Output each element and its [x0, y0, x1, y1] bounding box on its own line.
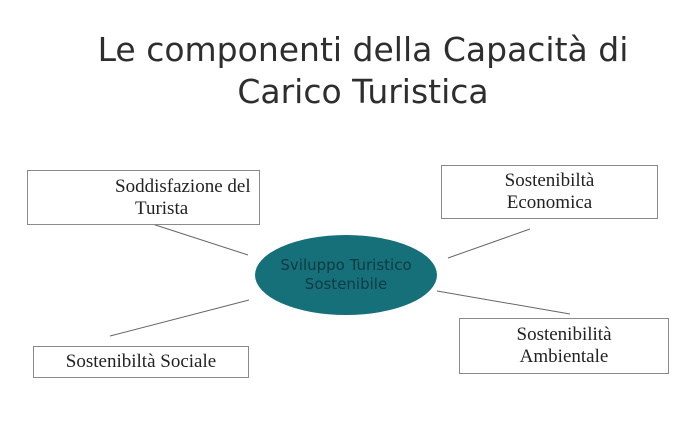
connector-sociale [109, 299, 250, 337]
node-sostenibilita-ambientale: Sostenibilità Ambientale [459, 318, 669, 374]
center-ellipse [255, 235, 437, 315]
node-label-line-2: Ambientale [519, 346, 609, 367]
node-sostenibilita-economica: Sostenibiltà Economica [441, 165, 658, 219]
node-label-line-1: Sostenibilità [516, 324, 612, 345]
node-soddisfazione-turista: Soddisfazione del Turista [27, 170, 260, 225]
node-label-line-1: Sostenibiltà Sociale [65, 351, 217, 372]
node-label-line-1: Sostenibiltà [504, 170, 595, 191]
node-label-line-2: Turista [135, 197, 189, 219]
connector-economica [447, 228, 531, 259]
title-line-1: Le componenti della Capacità di [97, 30, 629, 69]
center-label: Sviluppo Turistico Sostenibile [255, 235, 437, 315]
node-label-line-1: Soddisfazione del [115, 175, 251, 197]
title-line-2: Carico Turistica [237, 72, 489, 111]
connector-soddisfazione [139, 219, 249, 256]
connector-ambientale [436, 290, 571, 315]
center-label-line-1: Sviluppo Turistico [280, 256, 412, 274]
center-label-line-2: Sostenibile [304, 275, 388, 293]
node-sostenibilita-sociale: Sostenibiltà Sociale [33, 346, 249, 378]
node-label-line-2: Economica [506, 192, 593, 213]
